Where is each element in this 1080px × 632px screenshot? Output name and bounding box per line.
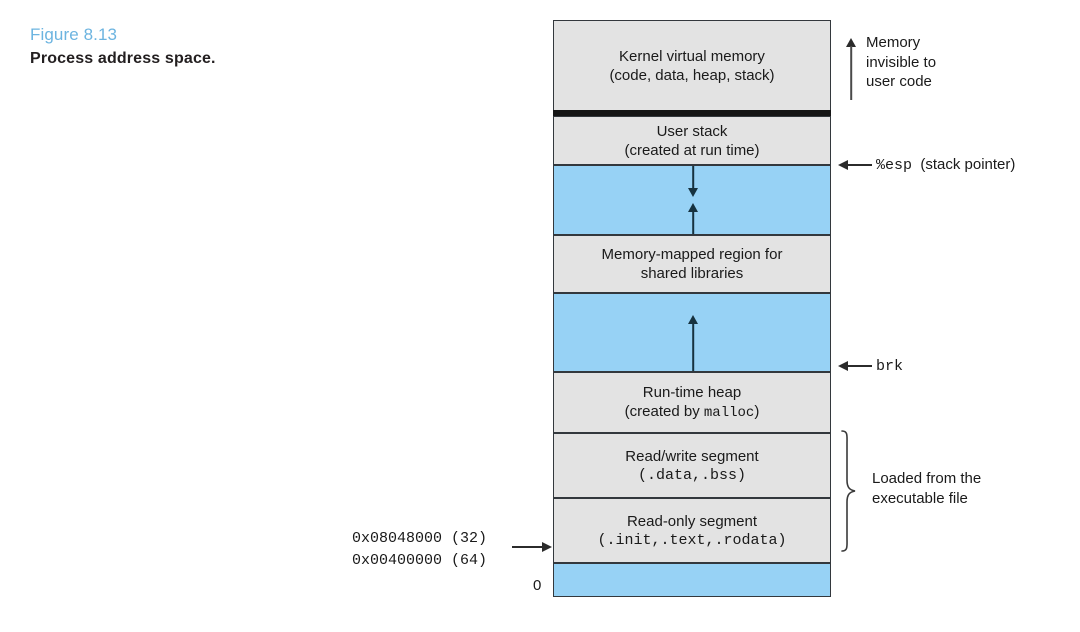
band-heap-line2-pre: (created by — [624, 402, 704, 420]
band-heap-line2: (created by malloc) — [625, 402, 760, 423]
loaded-from-executable-note: Loaded from the executable file — [872, 469, 981, 508]
address-32bit-bits: (32) — [451, 530, 488, 547]
esp-annotation: %esp (stack pointer) — [876, 155, 1015, 176]
memory-invisible-line-1: Memory — [866, 34, 921, 51]
band-kernel-virtual-memory: Kernel virtual memory (code, data, heap,… — [553, 20, 831, 111]
esp-description: (stack pointer) — [920, 156, 1016, 173]
band-user-stack-line1: User stack — [656, 122, 728, 140]
band-kernel-line2: (code, data, heap, stack) — [609, 66, 775, 84]
heap-grows-up-arrow — [554, 311, 832, 371]
band-read-only-segment: Read-only segment (.init,.text,.rodata) — [553, 498, 831, 563]
brk-symbol: brk — [876, 358, 904, 375]
band-user-stack-line2: (created at run time) — [624, 141, 760, 159]
esp-symbol: %esp — [876, 157, 913, 174]
figure-number: Figure 8.13 — [30, 25, 118, 44]
address-64bit-bits: (64) — [451, 552, 488, 569]
brk-pointer-arrow-icon — [838, 361, 872, 371]
band-kernel-line1: Kernel virtual memory — [619, 47, 765, 65]
memory-invisible-note: Memory invisible to user code — [866, 33, 936, 92]
band-heap-gap — [553, 293, 831, 372]
band-heap-malloc-symbol: malloc — [703, 404, 755, 421]
address-64bit-value: 0x00400000 — [352, 552, 443, 569]
band-heap-line1: Run-time heap — [642, 383, 742, 401]
band-low-unmapped — [553, 563, 831, 597]
loaded-from-executable-brace-icon — [841, 430, 856, 552]
band-rw-sections: (.data,.bss) — [637, 466, 747, 484]
esp-pointer-arrow-icon — [838, 160, 872, 170]
stack-grows-down-arrow — [554, 166, 832, 200]
band-ro-line1: Read-only segment — [626, 512, 758, 530]
band-mmap-line1: Memory-mapped region for — [601, 246, 783, 263]
address-32bit-value: 0x08048000 — [352, 530, 443, 547]
figure-title: Process address space. — [30, 50, 216, 67]
loaded-line-1: Loaded from the — [872, 470, 982, 487]
process-address-space-diagram: Kernel virtual memory (code, data, heap,… — [553, 20, 831, 597]
base-address-arrow-icon — [512, 542, 552, 552]
figure-caption: Figure 8.13 Process address space. — [30, 24, 330, 70]
stack-gap-grows-up-arrow — [554, 200, 832, 234]
zero-address-label: 0 — [533, 577, 542, 594]
memory-invisible-line-2: invisible to — [866, 53, 937, 71]
band-mmap-line2: shared libraries — [640, 265, 744, 282]
band-read-write-segment: Read/write segment (.data,.bss) — [553, 433, 831, 498]
base-address-labels: 0x08048000 (32) 0x00400000 (64) — [352, 527, 487, 571]
band-memory-mapped-region: Memory-mapped region for shared librarie… — [553, 235, 831, 293]
band-user-stack: User stack (created at run time) — [553, 116, 831, 165]
band-heap-line2-post: ) — [754, 402, 760, 420]
kernel-user-divider — [553, 110, 831, 116]
brk-annotation: brk — [876, 356, 903, 377]
band-rw-line1: Read/write segment — [625, 447, 759, 465]
band-stack-gap — [553, 165, 831, 235]
loaded-line-2: executable file — [872, 489, 968, 507]
band-ro-sections: (.init,.text,.rodata) — [597, 531, 787, 549]
memory-invisible-line-3: user code — [866, 73, 932, 90]
memory-invisible-arrow-icon — [845, 38, 857, 100]
band-runtime-heap: Run-time heap (created by malloc) — [553, 372, 831, 433]
address-64bit-row: 0x00400000 (64) — [352, 549, 487, 571]
address-32bit-row: 0x08048000 (32) — [352, 527, 487, 549]
